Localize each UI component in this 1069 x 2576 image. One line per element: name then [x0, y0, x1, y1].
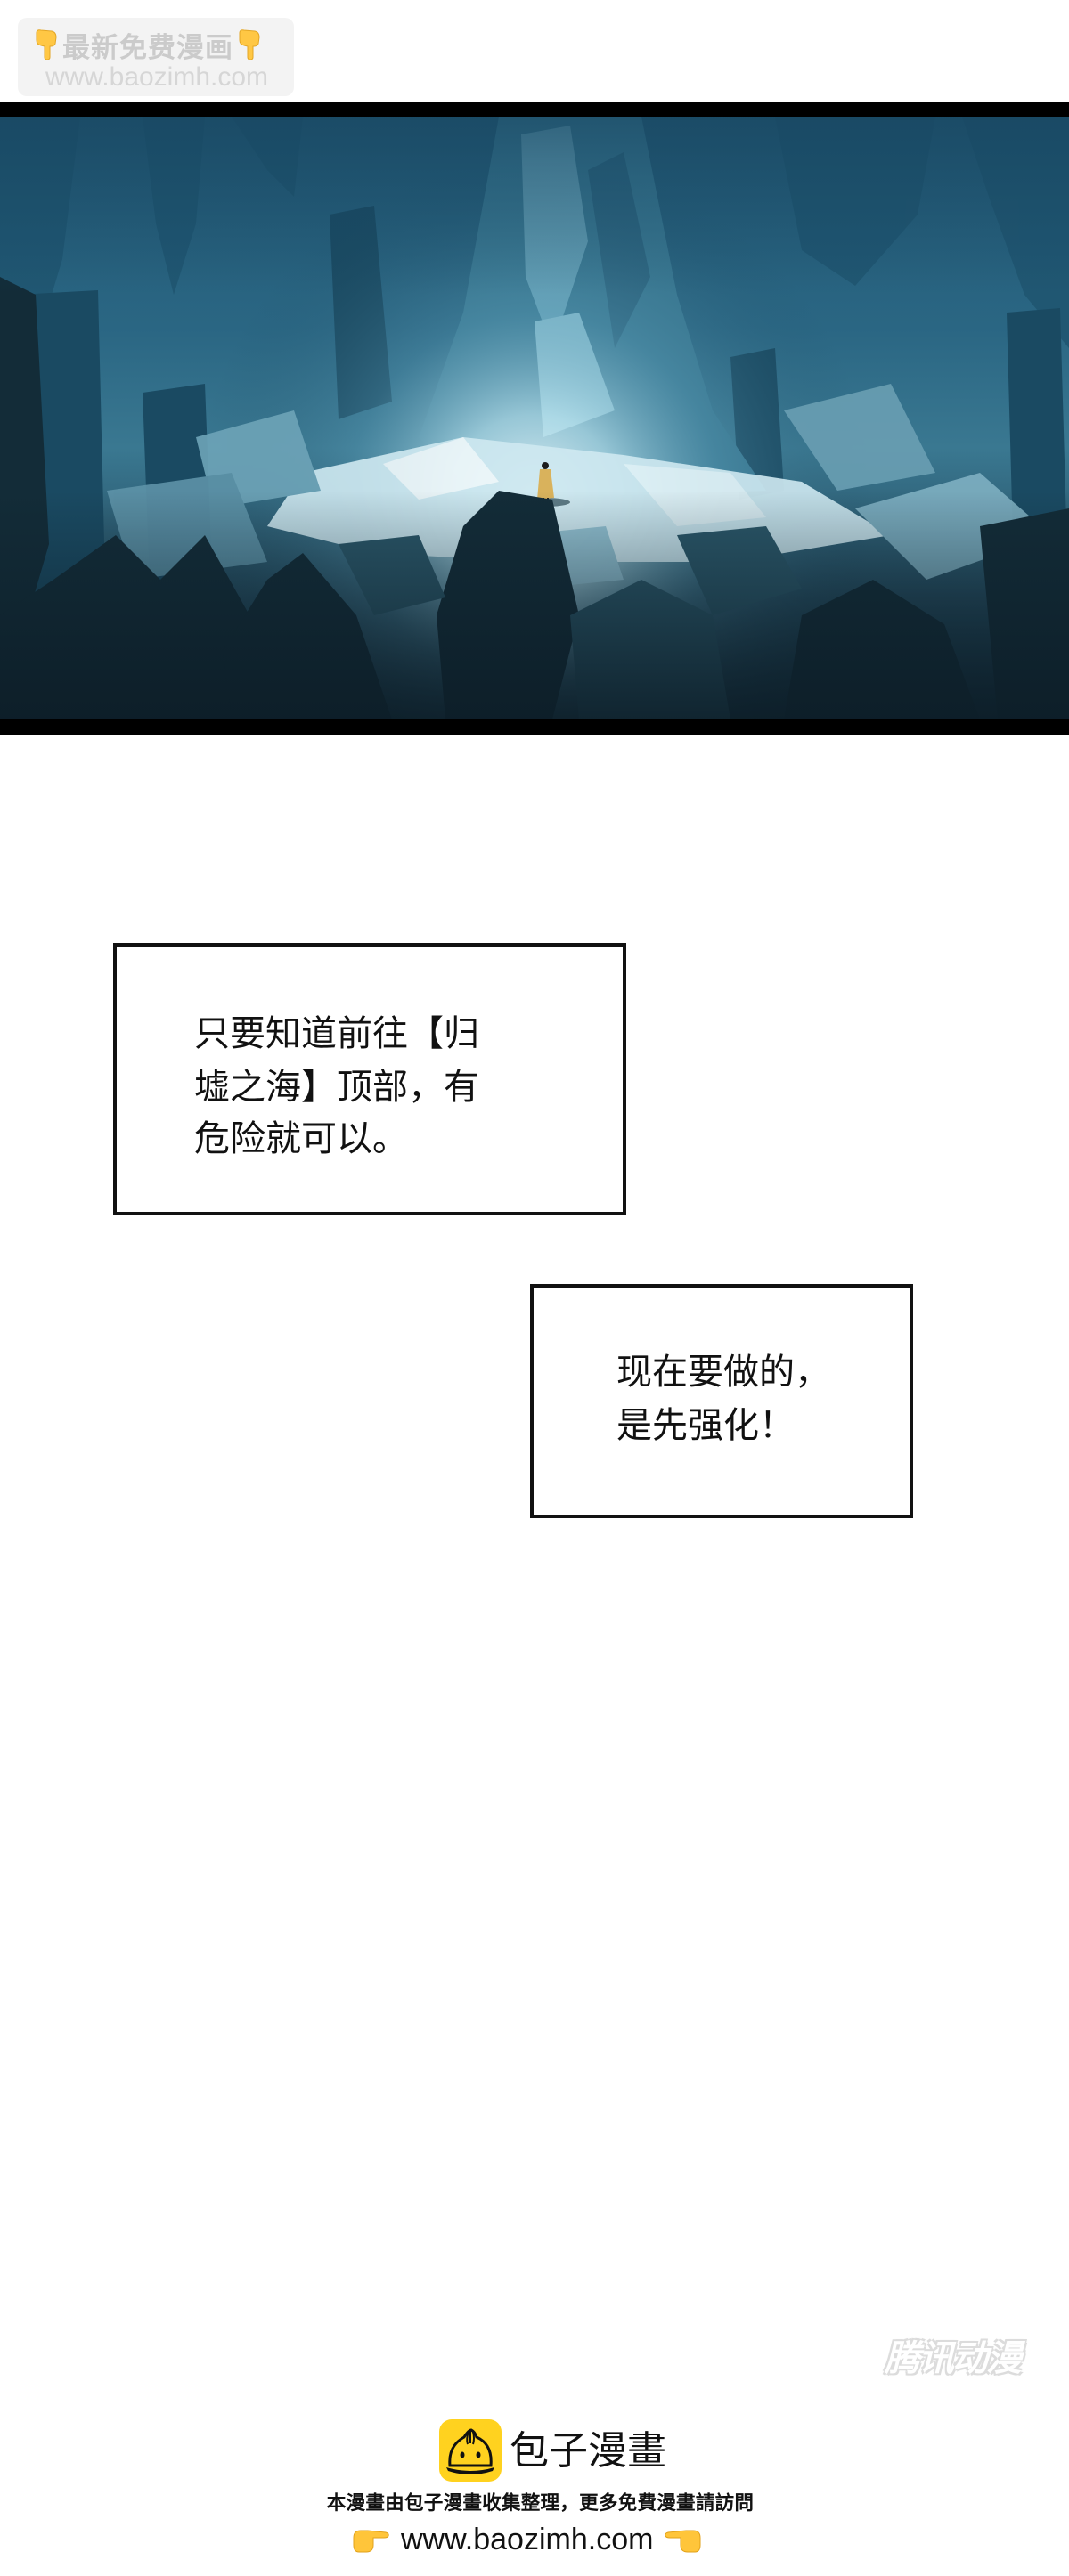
caption-1-line-1: 只要知道前往【归: [194, 1013, 479, 1054]
pointing-down-hand-icon: [34, 29, 59, 61]
caption-1-line-3: 危险就可以。: [194, 1118, 408, 1159]
baozi-logo-icon: [439, 2419, 502, 2482]
pointing-right-hand-icon: [352, 2525, 389, 2554]
top-watermark: 最新免费漫画 www.baozimh.com: [18, 18, 294, 96]
brand-name: 包子漫畫: [510, 2428, 666, 2474]
caption-box-2: 现在要做的， 是先强化！: [530, 1284, 913, 1518]
cavern-illustration: [0, 117, 1069, 719]
watermark-title: 最新免费漫画: [62, 31, 233, 64]
comic-panel-cavern: [0, 102, 1069, 735]
tencent-comic-watermark: 腾讯动漫: [885, 2338, 1022, 2379]
caption-2-line-1: 现在要做的，: [616, 1352, 830, 1393]
watermark-title-row: 最新免费漫画: [34, 27, 262, 64]
footer-notice: 本漫畫由包子漫畫收集整理，更多免費漫畫請訪問: [326, 2492, 755, 2515]
caption-2-line-2: 是先强化！: [616, 1405, 795, 1446]
caption-1-line-2: 墟之海】顶部，有: [194, 1067, 479, 1108]
pointing-down-hand-icon: [237, 29, 262, 61]
caption-box-1: 只要知道前往【归 墟之海】顶部，有 危险就可以。: [113, 943, 626, 1215]
footer-url-link[interactable]: www.baozimh.com: [401, 2523, 654, 2556]
footer-url-row: www.baozimh.com: [352, 2522, 702, 2557]
watermark-url: www.baozimh.com: [45, 62, 269, 92]
pointing-left-hand-icon: [665, 2525, 702, 2554]
